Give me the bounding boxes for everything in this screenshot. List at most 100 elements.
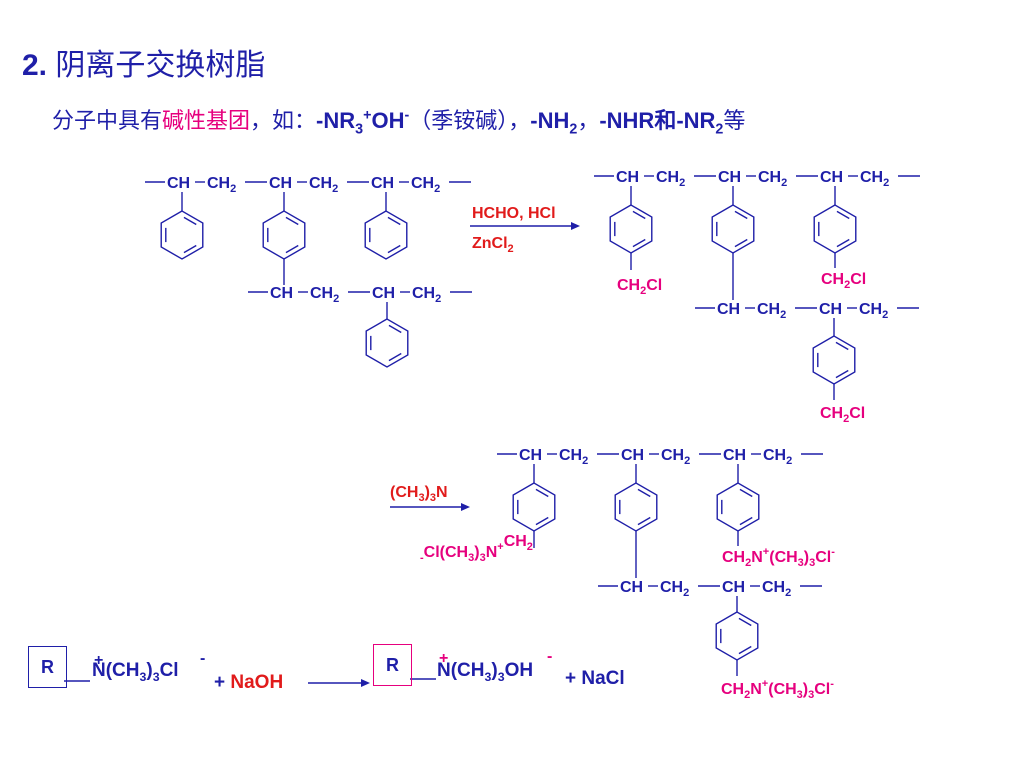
r-box-left: R: [28, 646, 67, 688]
label-part: N: [486, 544, 498, 561]
label-part: CH: [504, 533, 527, 550]
ch2-label: CH2: [859, 301, 888, 321]
ch-label: CH: [723, 447, 746, 464]
label-part: CH: [617, 277, 640, 294]
naoh: NaOH: [230, 672, 284, 693]
arrow-head: [361, 679, 370, 687]
benzene-ring: [812, 335, 856, 385]
label-part: 2: [434, 183, 440, 195]
benzene-ring: [609, 204, 653, 254]
sub: 3: [497, 669, 505, 684]
double-bond: [535, 516, 549, 526]
benzene-ring: [614, 482, 658, 532]
ch2-label: CH2: [758, 169, 787, 189]
plus: +: [214, 672, 226, 693]
double-bond: [739, 516, 753, 526]
ch2-label: CH2: [660, 579, 689, 599]
double-bond: [285, 216, 299, 226]
label-part: Cl: [849, 405, 865, 422]
double-bond: [632, 210, 646, 220]
label-part: 2: [582, 455, 588, 467]
ch2cl-label: CH2Cl: [617, 277, 662, 297]
ch-label: CH: [718, 169, 741, 186]
ch-label: CH: [269, 175, 292, 192]
sep: ，: [577, 109, 600, 134]
label-part: N: [436, 484, 448, 501]
label-part: 2: [332, 183, 338, 195]
label-part: 2: [230, 183, 236, 195]
label-part: CH: [371, 175, 394, 192]
label-part: CH: [758, 169, 781, 186]
label-part: CH: [721, 681, 744, 698]
r-box-right: R: [373, 644, 412, 686]
cl: Cl: [159, 660, 179, 681]
label-part: ): [425, 484, 430, 501]
sub: 3: [139, 669, 147, 684]
double-bond: [387, 244, 401, 254]
double-bond: [738, 645, 752, 655]
ch2-label: CH2: [412, 285, 441, 305]
ch2-label: CH2: [207, 175, 236, 195]
label-part: +: [497, 541, 503, 553]
label-part: CH: [559, 447, 582, 464]
label-part: ZnCl: [472, 235, 508, 252]
label-part: 2: [780, 309, 786, 321]
label-part: ): [803, 681, 808, 698]
label-part: CH: [519, 447, 542, 464]
label-part: CH: [717, 301, 740, 318]
group-nh2: -NH: [530, 108, 570, 133]
ch2-label: CH2: [860, 169, 889, 189]
heading-text: 阴离子交换树脂: [55, 48, 266, 83]
paren: ): [146, 660, 153, 681]
label-part: (CH: [768, 681, 796, 698]
quat-left-label: -Cl(CH3)3N+CH2: [420, 533, 533, 564]
benzene-ring: [160, 210, 204, 260]
reagent-zncl2: ZnCl2: [472, 235, 514, 255]
double-bond: [388, 352, 402, 362]
label-part: -: [830, 678, 834, 690]
label-part: Cl: [815, 549, 831, 566]
nacl: + NaCl: [565, 668, 625, 689]
ch2-label: CH2: [656, 169, 685, 189]
double-bond: [734, 238, 748, 248]
sub: 2: [715, 121, 724, 138]
sub: 3: [152, 669, 160, 684]
ch2-label: CH2: [762, 579, 791, 599]
paren: ): [491, 660, 498, 681]
ch-label: CH: [372, 285, 395, 302]
label-part: 2: [844, 279, 850, 291]
double-bond: [738, 617, 752, 627]
group-nr3: -NR: [316, 108, 356, 133]
label-part: CH: [820, 169, 843, 186]
label-part: CH: [860, 169, 883, 186]
heading-number: 2.: [22, 49, 48, 82]
benzene-ring: [716, 482, 760, 532]
ch2cl-label: CH2Cl: [820, 405, 865, 425]
ch-label: CH: [722, 579, 745, 596]
ch2-label: CH2: [309, 175, 338, 195]
charge-minus: -: [200, 650, 206, 667]
ch2cl-label: CH2Cl: [821, 271, 866, 291]
label-part: CH: [722, 579, 745, 596]
double-bond: [637, 516, 651, 526]
sup: -: [404, 107, 410, 124]
label-part: ): [804, 549, 809, 566]
sub: 3: [484, 669, 492, 684]
label-part: Cl: [850, 271, 866, 288]
ch-label: CH: [820, 169, 843, 186]
equation-reactant: + N(CH3)3Cl -: [92, 650, 205, 684]
n-group: N(CH: [92, 660, 140, 681]
label-part: -: [420, 552, 424, 564]
double-bond: [285, 244, 299, 254]
subtitle-tail: 等: [723, 109, 746, 134]
reagent-trimethylamine: (CH3)3N: [390, 484, 448, 504]
label-part: CH: [660, 579, 683, 596]
n-group: N(CH: [437, 660, 485, 681]
label-part: CH: [620, 579, 643, 596]
label-part: (CH: [390, 484, 418, 501]
arrow-head: [461, 503, 470, 511]
benzene-ring: [711, 204, 755, 254]
label-part: 3: [809, 557, 815, 569]
sub: 3: [355, 121, 364, 138]
label-part: CH: [269, 175, 292, 192]
